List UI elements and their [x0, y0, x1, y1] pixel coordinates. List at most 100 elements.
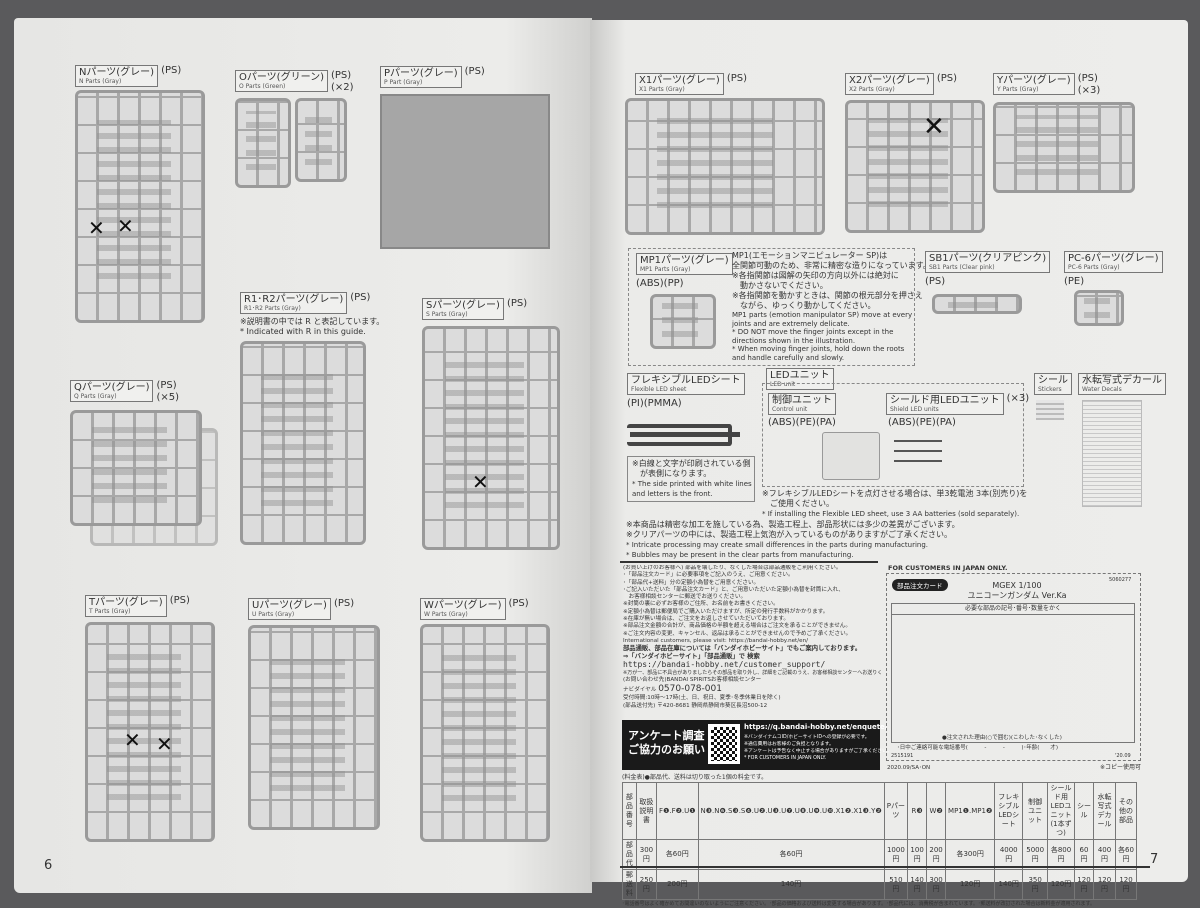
sprue-pc6	[1074, 290, 1124, 326]
column-header: R❸	[907, 782, 928, 840]
part-header-pc6: PC-6パーツ(グレー)PC-6 Parts (Gray)	[1064, 251, 1163, 273]
column-header: 水転写式デカール	[1092, 782, 1117, 840]
part-label-p: Pパーツ(グレー)P Part (Gray)	[380, 66, 462, 88]
material-q: (PS)	[156, 380, 177, 391]
bottom-rule	[620, 866, 1150, 868]
survey-banner: アンケート調査ご協力のお願い https://q.bandai-hobby.ne…	[622, 720, 892, 770]
sprue-u	[248, 625, 380, 830]
table-cell: 300円	[926, 869, 947, 900]
column-header: 部品番号	[622, 782, 637, 840]
customer-info: (お買い上げのお客様へ) 部品を壊したり、なくした場合は部品通販をご利用ください…	[623, 565, 881, 709]
table-cell: 5000円	[1022, 839, 1049, 870]
general-notes: ※本商品は精密な加工を施している為、製造工程上、部品形状には多少の差異がございま…	[626, 520, 960, 559]
survey-link[interactable]: https://q.bandai-hobby.net/enquete/	[744, 723, 888, 731]
part-header-s: Sパーツ(グレー)S Parts (Gray) (PS)	[422, 298, 527, 320]
column-header: MP1❶.MP1❷	[945, 782, 996, 840]
order-card-badge: 部品注文カード	[892, 579, 948, 591]
material-n: (PS)	[161, 65, 182, 76]
support-link[interactable]: https://bandai-hobby.net/customer_suppor…	[623, 659, 826, 669]
column-header: F❶.F❷.U❶	[656, 782, 699, 840]
order-entry-area[interactable]: 必要な部品の記号･番号･数量をかく ●注文された理由(○で囲む)(こわした･なく…	[891, 603, 1135, 743]
sprue-s	[422, 326, 560, 550]
part-header-r: R1･R2パーツ(グレー)R1･R2 Parts (Gray) (PS)	[240, 292, 370, 314]
phone-field[interactable]: ･日中ご連絡可能な電話番号( - - )･年齢( 才)	[897, 745, 1059, 751]
part-p-plate	[380, 94, 550, 249]
qr-code[interactable]	[708, 724, 740, 764]
qty-q: (×5)	[156, 392, 180, 403]
material-p: (PS)	[464, 66, 485, 77]
order-card: 部品注文カード 5060277 MGEX 1/100 ユニコーンガンダム Ver…	[886, 573, 1141, 761]
table-cell: 120円	[1047, 869, 1075, 900]
column-header: 制御ユニット	[1022, 782, 1049, 840]
column-header: N❸.N❻.S❸.S❹.U❷.U❸.U❼.U❽.U❾.U❿.X1❷.X1❸.Y❷	[697, 782, 885, 840]
table-cell: 60円	[1073, 839, 1095, 870]
table-cell: 120円	[945, 869, 996, 900]
order-card-header: FOR CUSTOMERS IN JAPAN ONLY.	[888, 564, 1008, 572]
table-cell: 各300円	[945, 839, 996, 870]
table-cell: 350円	[1022, 869, 1049, 900]
sprue-o	[235, 98, 291, 188]
part-header-x2: X2パーツ(グレー)X2 Parts (Gray) (PS)	[845, 73, 957, 95]
material-w: (PS)	[508, 598, 529, 609]
led-unit-box	[762, 383, 1024, 487]
page-number: 7	[1150, 852, 1159, 867]
unused-mark: ✕	[156, 732, 173, 756]
table-cell: 各60円	[697, 839, 885, 870]
table-cell: 400円	[1092, 839, 1117, 870]
row-label: 郵送料	[622, 869, 637, 900]
price-table-footer: ･電話番号はよく確かめてお間違いのないようにご注意ください。･部品の価格および送…	[622, 901, 1096, 907]
material-mp1: (ABS)(PP)	[636, 278, 684, 289]
unused-mark: ✕	[88, 216, 105, 240]
material-t: (PS)	[169, 595, 190, 606]
sprue-x1	[625, 98, 825, 235]
column-header: その他の部品	[1115, 782, 1137, 840]
part-header-x1: X1パーツ(グレー)X1 Parts (Gray) (PS)	[635, 73, 747, 95]
part-label-u: Uパーツ(グレー)U Parts (Gray)	[248, 598, 331, 620]
part-label-t: Tパーツ(グレー)T Parts (Gray)	[85, 595, 167, 617]
material-y: (PS)	[1077, 73, 1098, 84]
qty-y: (×3)	[1077, 85, 1101, 96]
table-cell: 1000円	[883, 839, 909, 870]
sprue-w	[420, 624, 550, 842]
led-note: ※フレキシブルLEDシートを点灯させる場合は、単3乾電池 3本(別売り)を	[762, 489, 1028, 498]
material-sb1: (PS)	[925, 276, 946, 287]
table-cell: 120円	[1092, 869, 1117, 900]
sprue-mp1	[650, 294, 716, 349]
qty-shield-led: (×3)	[1006, 393, 1030, 404]
part-header-y: Yパーツ(グレー)Y Parts (Gray) (PS)(×3)	[993, 73, 1100, 97]
part-label-x2: X2パーツ(グレー)X2 Parts (Gray)	[845, 73, 934, 95]
table-cell: 200円	[926, 839, 947, 870]
part-label-s: Sパーツ(グレー)S Parts (Gray)	[422, 298, 504, 320]
unused-mark: ✕	[124, 728, 141, 752]
sprue-q	[70, 410, 202, 526]
table-cell: 120円	[1115, 869, 1137, 900]
order-code: 5060277	[1109, 577, 1132, 583]
table-cell: 300円	[635, 839, 658, 870]
column-header: W❷	[926, 782, 947, 840]
part-label-x1: X1パーツ(グレー)X1 Parts (Gray)	[635, 73, 724, 95]
flex-led-cable	[630, 432, 740, 437]
note-r-jp: ※説明書の中では R と表記しています。	[240, 317, 385, 326]
material-pc6: (PE)	[1064, 276, 1085, 287]
part-label-n: Nパーツ(グレー)N Parts (Gray)	[75, 65, 159, 87]
left-page: Nパーツ(グレー)N Parts (Gray) (PS) ✕ ✕ Oパーツ(グリ…	[14, 18, 592, 893]
table-cell: 200円	[656, 869, 699, 900]
right-page: X1パーツ(グレー)X1 Parts (Gray) (PS) X2パーツ(グレー…	[590, 20, 1188, 907]
unused-mark: ✕	[117, 214, 134, 238]
column-header: 取扱説明書	[635, 782, 658, 840]
column-header: Pパーツ	[883, 782, 909, 840]
sprue-o	[295, 98, 347, 182]
sprue-y	[993, 102, 1135, 193]
part-header-n: Nパーツ(グレー)N Parts (Gray) (PS)	[75, 65, 181, 87]
material-x2: (PS)	[936, 73, 958, 84]
